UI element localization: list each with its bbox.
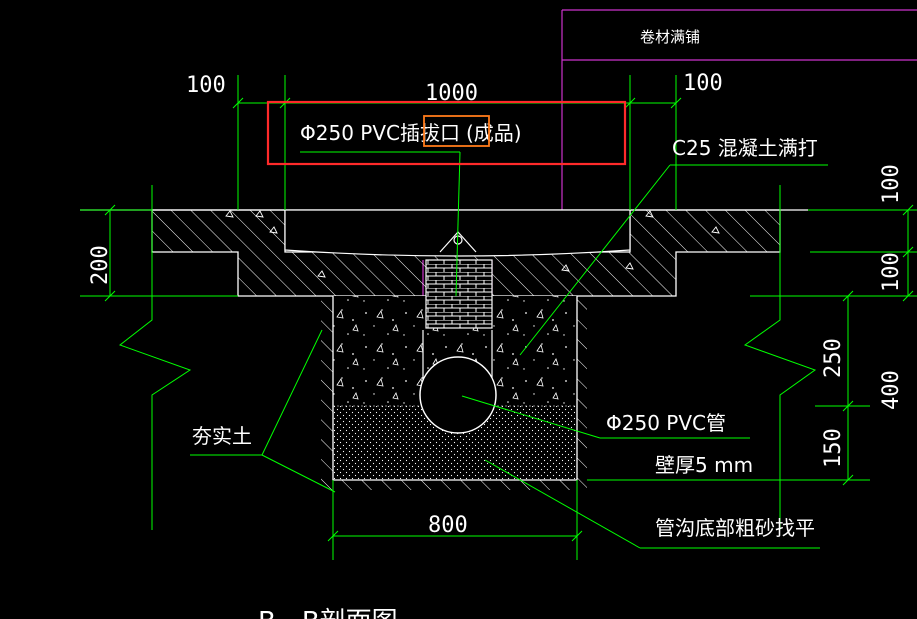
socket-label-highlight: 插拔口	[400, 121, 460, 145]
annotation-labels: Φ250 PVC插拔口(成品) C25 混凝土满打 夯实土 Φ250 PVC管 …	[192, 121, 818, 619]
slab-aggregate	[225, 210, 720, 278]
socket-label-suffix: (成品)	[466, 121, 522, 145]
leader-lines	[190, 151, 828, 549]
dim-left-offset: 100	[186, 73, 226, 98]
dim-right-250: 250	[821, 338, 846, 378]
pvc-pipe	[419, 356, 497, 434]
concrete-label: C25 混凝土满打	[672, 136, 818, 160]
compacted-soil-label: 夯实土	[192, 424, 252, 448]
sand-bed-label: 管沟底部粗砂找平	[655, 516, 815, 540]
dim-right-100-top: 100	[879, 164, 904, 204]
dim-right-150: 150	[821, 428, 846, 468]
pipe-label: Φ250 PVC管	[606, 411, 726, 435]
dimension-texts: 100 1000 100 200 100 100 250 150 400 800	[88, 71, 904, 538]
dim-right-100-mid: 100	[879, 252, 904, 292]
membrane-label: 卷材满铺	[640, 28, 700, 46]
break-lines	[118, 185, 817, 530]
highlight-word-box	[423, 115, 490, 147]
dim-trench-width: 800	[428, 513, 468, 538]
svg-text:Φ250 PVC插拔口(成品): Φ250 PVC插拔口(成品)	[300, 121, 522, 145]
highlight-box	[266, 100, 627, 166]
dim-left-depth: 200	[88, 245, 113, 285]
section-title: B—B剖面图	[258, 607, 398, 619]
socket-brick	[425, 259, 493, 329]
dim-right-400: 400	[879, 370, 904, 410]
socket-label-prefix: Φ250 PVC	[300, 121, 400, 145]
dim-right-offset: 100	[683, 71, 723, 96]
wall-thickness-label: 壁厚5 mm	[655, 453, 753, 477]
